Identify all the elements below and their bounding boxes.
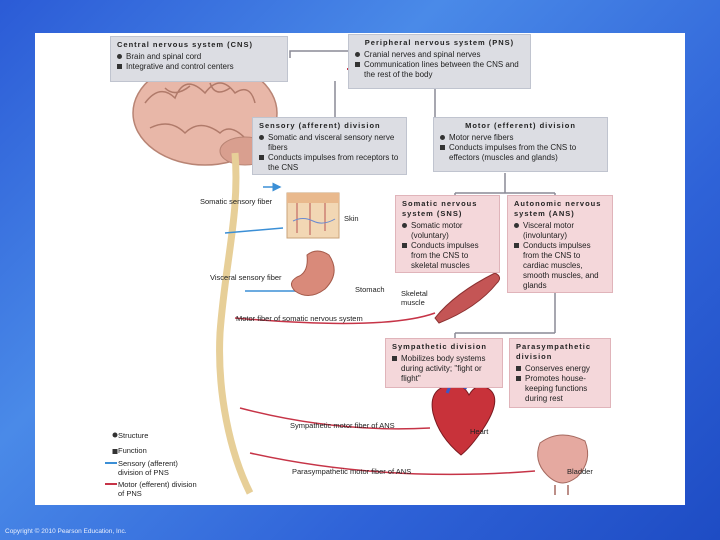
- motor-box: Motor (efferent) division Motor nerve fi…: [433, 117, 608, 172]
- sensory-item: Somatic and visceral sensory nerve fiber…: [268, 133, 395, 152]
- somatic-item: Conducts impulses from the CNS to skelet…: [411, 241, 479, 270]
- skeletal-muscle-illustration: [434, 272, 501, 324]
- parasympathetic-title: Parasympathetic division: [516, 342, 592, 361]
- legend-sensory: Sensory (afferent) division of PNS: [118, 459, 178, 477]
- somatic-item: Somatic motor (voluntary): [411, 221, 463, 240]
- autonomic-item: Visceral motor (involuntary): [523, 221, 574, 240]
- motor-fiber-sns-label: Motor fiber of somatic nervous system: [236, 314, 363, 323]
- function-bullet-icon: [402, 243, 407, 248]
- pns-box: Peripheral nervous system (PNS) Cranial …: [348, 34, 531, 89]
- motor-item: Motor nerve fibers: [449, 133, 514, 142]
- parasympathetic-item: Conserves energy: [525, 364, 590, 373]
- motor-title: Motor (efferent) division: [465, 121, 576, 130]
- pns-title: Peripheral nervous system (PNS): [364, 38, 515, 47]
- sensory-item: Conducts impulses from receptors to the …: [268, 153, 399, 172]
- legend-function: Function: [118, 446, 147, 455]
- cns-title: Central nervous system (CNS): [117, 40, 253, 49]
- function-bullet-icon: [392, 356, 397, 361]
- autonomic-item: Conducts impulses from the CNS to cardia…: [523, 241, 599, 290]
- copyright: Copyright © 2010 Pearson Education, Inc.: [5, 528, 127, 535]
- bladder-label: Bladder: [567, 467, 593, 476]
- function-bullet-icon: [117, 64, 122, 69]
- structure-bullet-icon: [440, 135, 445, 140]
- sympathetic-fiber-label: Sympathetic motor fiber of ANS: [290, 421, 395, 430]
- skin-label: Skin: [344, 214, 359, 223]
- legend-structure: Structure: [118, 431, 149, 440]
- parasympathetic-fiber-label: Parasympathetic motor fiber of ANS: [292, 467, 412, 476]
- autonomic-title: Autonomic nervous system (ANS): [514, 199, 602, 218]
- motor-item: Conducts impulses from the CNS to effect…: [449, 143, 577, 162]
- function-bullet-icon: [259, 155, 264, 160]
- structure-bullet-icon: [259, 135, 264, 140]
- skin-illustration: [286, 192, 340, 239]
- function-bullet-icon: [440, 145, 445, 150]
- sympathetic-title: Sympathetic division: [392, 342, 488, 351]
- structure-bullet-icon: [514, 223, 519, 228]
- visceral-sensory-fiber-label: Visceral sensory fiber: [210, 273, 282, 282]
- somatic-title: Somatic nervous system (SNS): [402, 199, 478, 218]
- parasympathetic-item: Promotes house-keeping functions during …: [525, 374, 588, 403]
- sympathetic-item: Mobilizes body systems during activity; …: [401, 354, 486, 383]
- structure-bullet-icon: [402, 223, 407, 228]
- somatic-box: Somatic nervous system (SNS) Somatic mot…: [395, 195, 500, 273]
- heart-label: Heart: [470, 427, 489, 436]
- somatic-sensory-fiber-label: Somatic sensory fiber: [200, 197, 273, 206]
- function-bullet-icon: [516, 366, 521, 371]
- cns-item: Brain and spinal cord: [126, 52, 202, 61]
- parasympathetic-box: Parasympathetic division Conserves energ…: [509, 338, 611, 408]
- legend-motor: Motor (efferent) division of PNS: [118, 480, 197, 498]
- sensory-title: Sensory (afferent) division: [259, 121, 381, 130]
- function-bullet-icon: [516, 376, 521, 381]
- skeletal-muscle-label: Skeletal muscle: [401, 289, 428, 307]
- structure-bullet-icon: [355, 52, 360, 57]
- pns-item: Cranial nerves and spinal nerves: [364, 50, 481, 59]
- pns-item: Communication lines between the CNS and …: [364, 60, 519, 79]
- function-bullet-icon: [514, 243, 519, 248]
- bladder-illustration: [537, 434, 589, 495]
- autonomic-box: Autonomic nervous system (ANS) Visceral …: [507, 195, 613, 293]
- cns-item: Integrative and control centers: [126, 62, 234, 71]
- structure-bullet-icon: [117, 54, 122, 59]
- sensory-box: Sensory (afferent) division Somatic and …: [252, 117, 407, 175]
- stomach-illustration: [291, 250, 335, 296]
- function-bullet-icon: [355, 62, 360, 67]
- sympathetic-box: Sympathetic division Mobilizes body syst…: [385, 338, 503, 388]
- cns-box: Central nervous system (CNS) Brain and s…: [110, 36, 288, 82]
- stomach-label: Stomach: [355, 285, 385, 294]
- slide: Central nervous system (CNS) Brain and s…: [35, 33, 685, 505]
